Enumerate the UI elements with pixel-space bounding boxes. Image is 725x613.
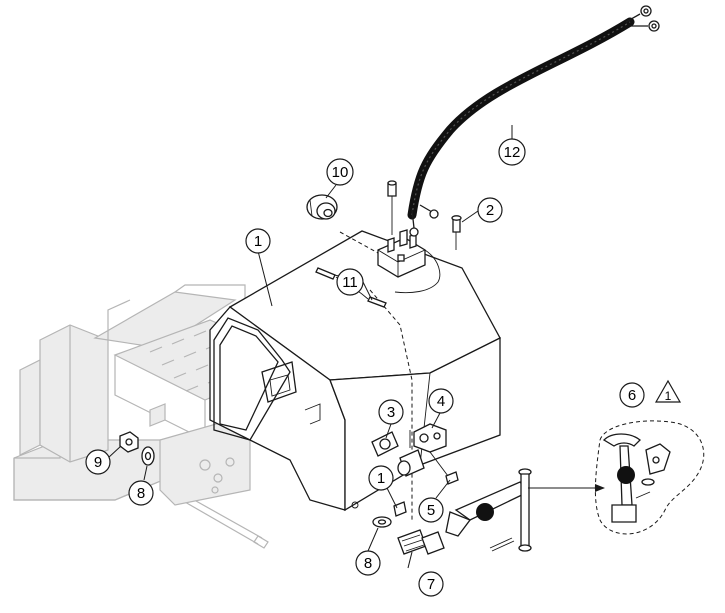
svg-text:8: 8 <box>137 485 145 502</box>
callout-11: 11 <box>336 268 364 296</box>
ignition-switch <box>306 194 338 220</box>
mounting-bolt <box>397 529 445 555</box>
svg-text:11: 11 <box>342 274 358 291</box>
battery-cable <box>394 5 660 294</box>
svg-text:12: 12 <box>504 144 521 161</box>
washer-front <box>372 516 392 528</box>
svg-text:7: 7 <box>427 576 435 593</box>
callout-12: 12 <box>498 138 526 166</box>
callout-6: 6 <box>619 382 645 408</box>
callout-1a: 1 <box>245 228 271 254</box>
callout-3: 3 <box>378 399 404 425</box>
svg-text:4: 4 <box>437 393 445 410</box>
svg-text:6: 6 <box>628 387 636 404</box>
svg-text:9: 9 <box>94 454 102 471</box>
svg-text:1: 1 <box>377 470 385 487</box>
nut-left <box>119 431 139 453</box>
svg-text:8: 8 <box>364 555 372 572</box>
starter-solenoid <box>339 180 426 278</box>
fuel-tank <box>209 215 501 520</box>
callout-8b: 8 <box>355 550 381 576</box>
callout-8a: 8 <box>128 480 154 506</box>
callout-4: 4 <box>428 388 454 414</box>
callout-7: 7 <box>418 571 444 597</box>
small-fitting <box>393 501 407 517</box>
callout-2: 2 <box>477 197 503 223</box>
callout-1b: 1 <box>368 465 394 491</box>
svg-text:5: 5 <box>427 502 435 519</box>
latch-detail-view <box>594 420 705 535</box>
latch-handle-assembly <box>445 468 605 552</box>
callout-5: 5 <box>418 497 444 523</box>
callout-9: 9 <box>85 449 111 475</box>
svg-text:3: 3 <box>387 404 395 421</box>
callout-leaders <box>107 125 513 569</box>
svg-text:1: 1 <box>665 389 672 403</box>
svg-text:2: 2 <box>486 202 494 219</box>
svg-text:10: 10 <box>332 164 349 181</box>
note-triangle: 1 <box>654 379 682 403</box>
callout-10: 10 <box>326 158 354 186</box>
washer-left <box>141 446 155 466</box>
svg-text:1: 1 <box>254 233 262 250</box>
